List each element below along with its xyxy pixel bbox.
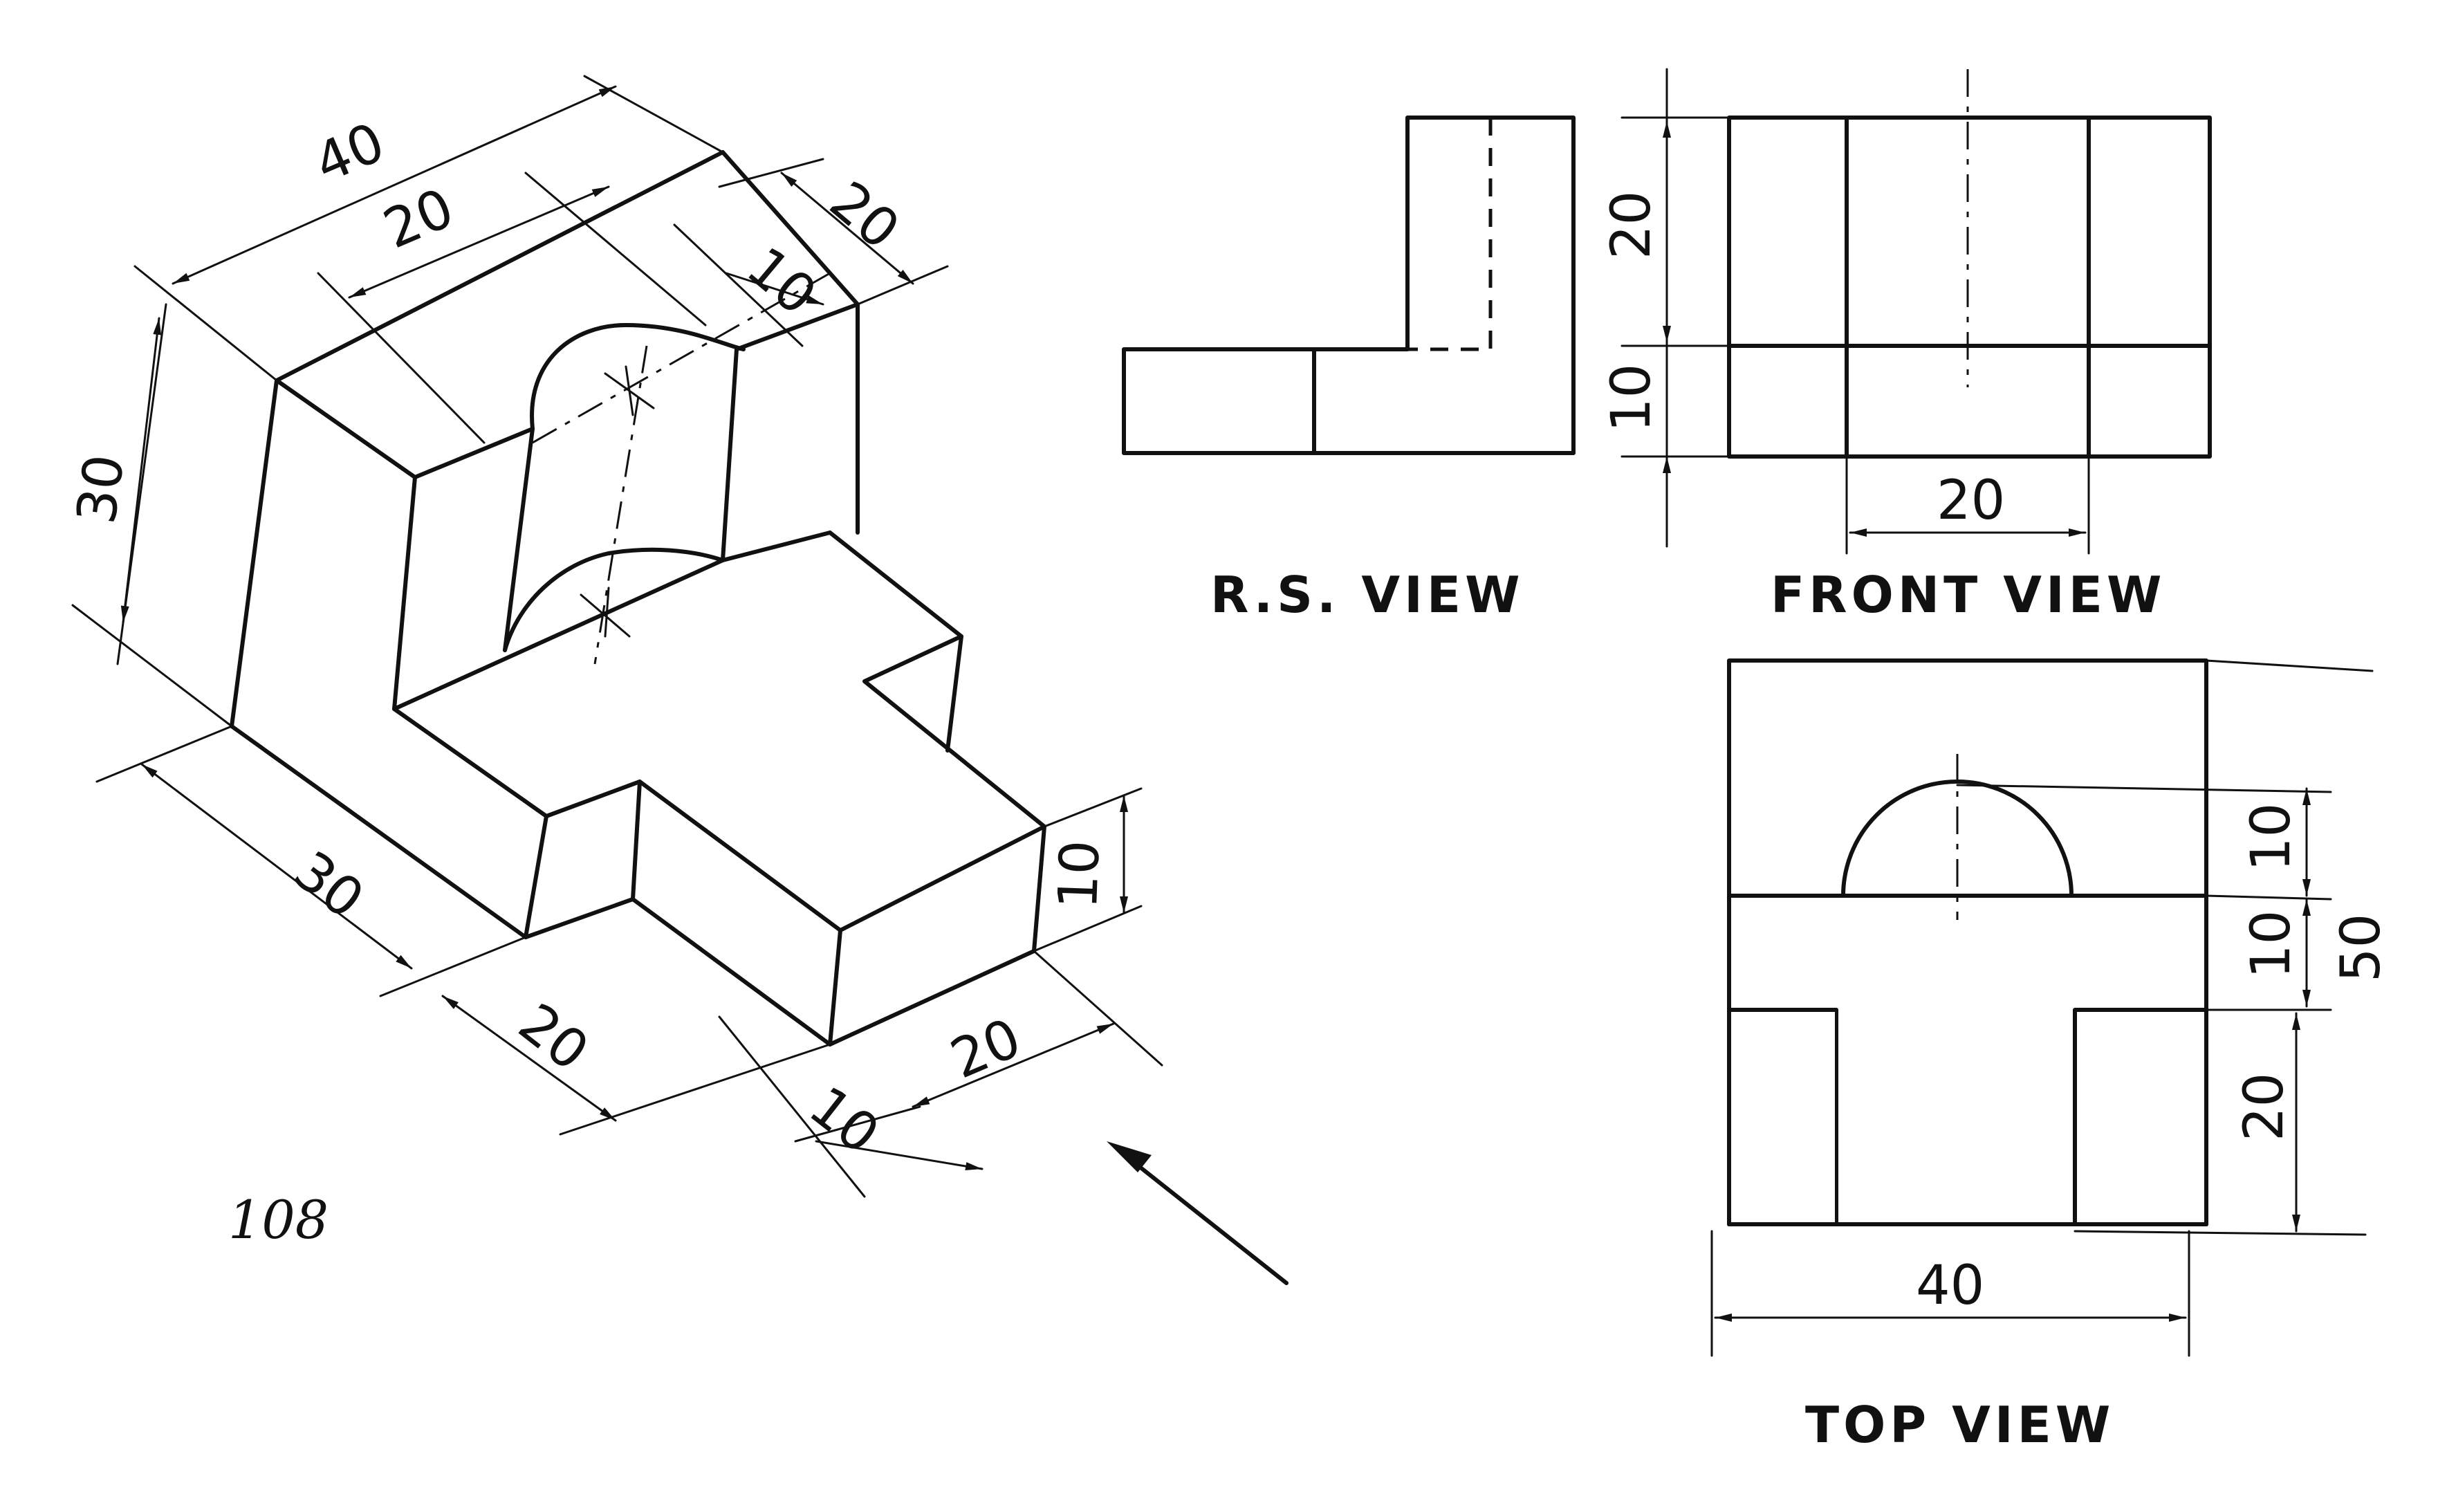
front-dim-10-height: 10 <box>1600 364 1663 432</box>
iso-dim-20-base: 20 <box>507 992 600 1083</box>
iso-dim-40: 40 <box>306 111 394 196</box>
top-dim-10-arc: 10 <box>2240 803 2302 872</box>
figure-number: 108 <box>228 1189 329 1251</box>
top-view: 10 10 50 20 40 TOP VIEW <box>1710 658 2392 1454</box>
rs-view-label: R.S. VIEW <box>1210 566 1524 624</box>
front-view-label: FRONT VIEW <box>1771 566 2165 624</box>
iso-dim-30-height: 30 <box>66 451 137 528</box>
rs-view: R.S. VIEW <box>1122 116 1576 624</box>
iso-dim-30-base: 30 <box>282 840 375 931</box>
iso-center-marks <box>532 272 831 665</box>
iso-dimension-lines <box>71 75 1163 1198</box>
top-dim-50: 50 <box>2330 914 2392 982</box>
iso-dim-20-depth: 20 <box>818 170 911 262</box>
iso-dim-10-arc: 10 <box>735 236 828 328</box>
top-view-label: TOP VIEW <box>1805 1396 2114 1454</box>
top-dim-40: 40 <box>1916 1255 1984 1317</box>
front-dim-20-height: 20 <box>1600 191 1663 259</box>
top-dim-20-slot: 20 <box>2233 1073 2296 1141</box>
isometric-view: 40 20 20 10 30 30 20 10 10 20 108 <box>66 75 1289 1285</box>
front-view: 20 10 20 FRONT VIEW <box>1600 68 2212 624</box>
top-dim-10-mid: 10 <box>2240 910 2302 979</box>
front-dim-20-width: 20 <box>1937 470 2005 532</box>
iso-dim-20-slot: 20 <box>375 177 463 261</box>
iso-dim-10-step: 10 <box>1047 839 1111 910</box>
iso-base <box>230 531 1046 1047</box>
viewing-direction-arrow <box>1107 1141 1289 1285</box>
iso-dim-20-base-right: 20 <box>942 1007 1030 1091</box>
iso-dim-10-base-right: 10 <box>797 1075 890 1166</box>
